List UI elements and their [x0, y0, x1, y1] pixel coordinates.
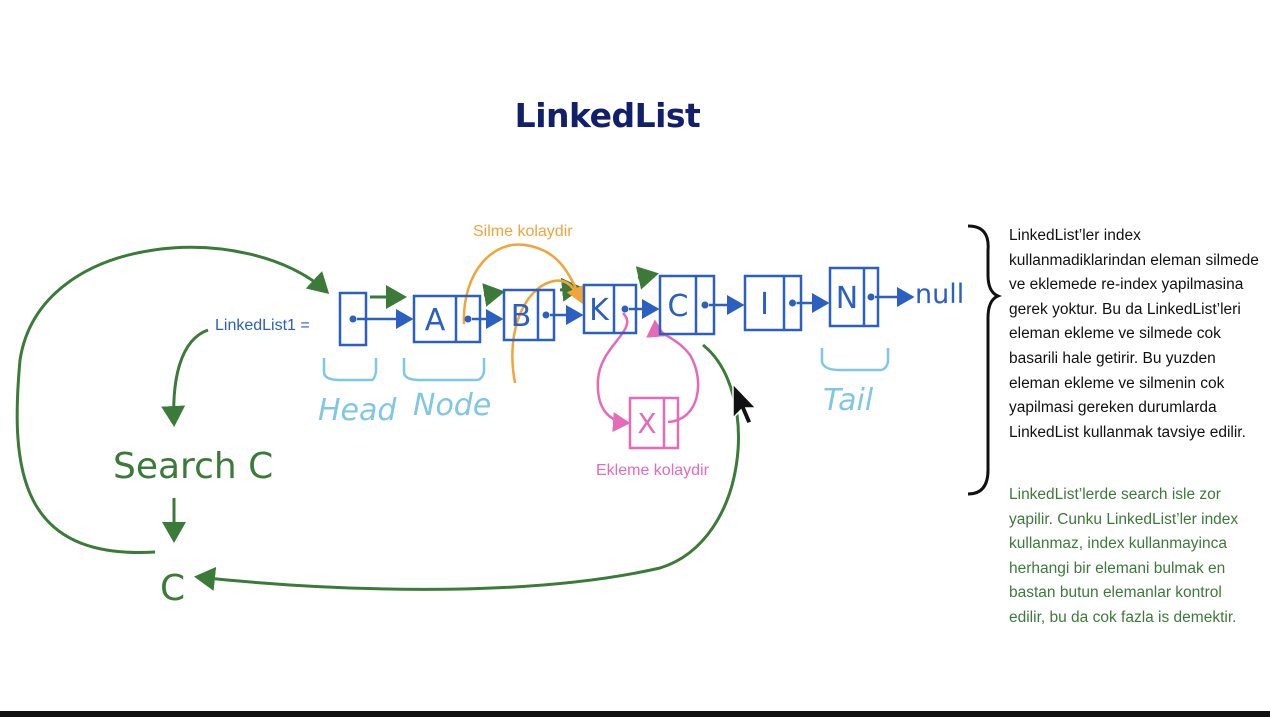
search-label: Search C [113, 446, 273, 487]
label-to-search-arrow [161, 328, 209, 427]
search-loop-arrow [15, 245, 330, 554]
node-letter: C [668, 289, 689, 324]
notes-brace [967, 224, 1003, 496]
pointer-dot [349, 315, 357, 323]
list-node: C [658, 274, 745, 336]
insert-node: X [628, 396, 680, 450]
pointer-dot [542, 311, 550, 319]
pointer-dot [464, 315, 472, 323]
traversal-arrow-2 [482, 283, 505, 307]
list-node: B [502, 288, 584, 342]
list-node: I [743, 274, 830, 332]
null-label: null [915, 279, 964, 310]
node-letter: K [589, 293, 610, 328]
ekleme-label: Ekleme kolaydir [596, 462, 710, 479]
head-brace [322, 358, 378, 382]
slide-title: LinkedList [514, 96, 701, 135]
list-label: LinkedList1 = [215, 317, 310, 334]
node-letter: A [425, 303, 446, 338]
tail-brace [820, 348, 890, 372]
head-label: Head [318, 393, 397, 428]
insert-in-arrow [596, 312, 631, 433]
pointer-dot [621, 305, 629, 313]
pointer-dot [701, 301, 709, 309]
traversal-arrow-4 [635, 266, 659, 290]
delete-bypass-arrow [462, 243, 586, 325]
node-letter: N [836, 281, 858, 316]
list-node: N [828, 266, 915, 328]
node-label: Node [413, 388, 491, 423]
pointer-dot [867, 293, 875, 301]
mouse-cursor-icon [732, 382, 758, 425]
bottom-bar [0, 711, 1270, 717]
node-brace [402, 358, 486, 382]
node-letter: I [760, 287, 769, 322]
pointer-dot [789, 299, 796, 307]
node-letter: B [511, 299, 532, 334]
delete-detach-curve [511, 279, 582, 384]
notes-paragraph-black: LinkedList’ler index kullanmadiklarindan… [1009, 227, 1259, 441]
silme-label: Silme kolaydir [473, 223, 573, 240]
tail-label: Tail [823, 383, 874, 418]
insert-out-arrow [646, 319, 700, 424]
result-label: C [160, 568, 185, 609]
insert-node-letter: X [637, 407, 656, 440]
list-node [338, 291, 414, 347]
return-arrow [194, 343, 740, 591]
list-node: K [582, 283, 660, 335]
notes-paragraph-green: LinkedList’lerde search isle zor yapilir… [1009, 486, 1239, 626]
list-node: A [412, 294, 504, 344]
